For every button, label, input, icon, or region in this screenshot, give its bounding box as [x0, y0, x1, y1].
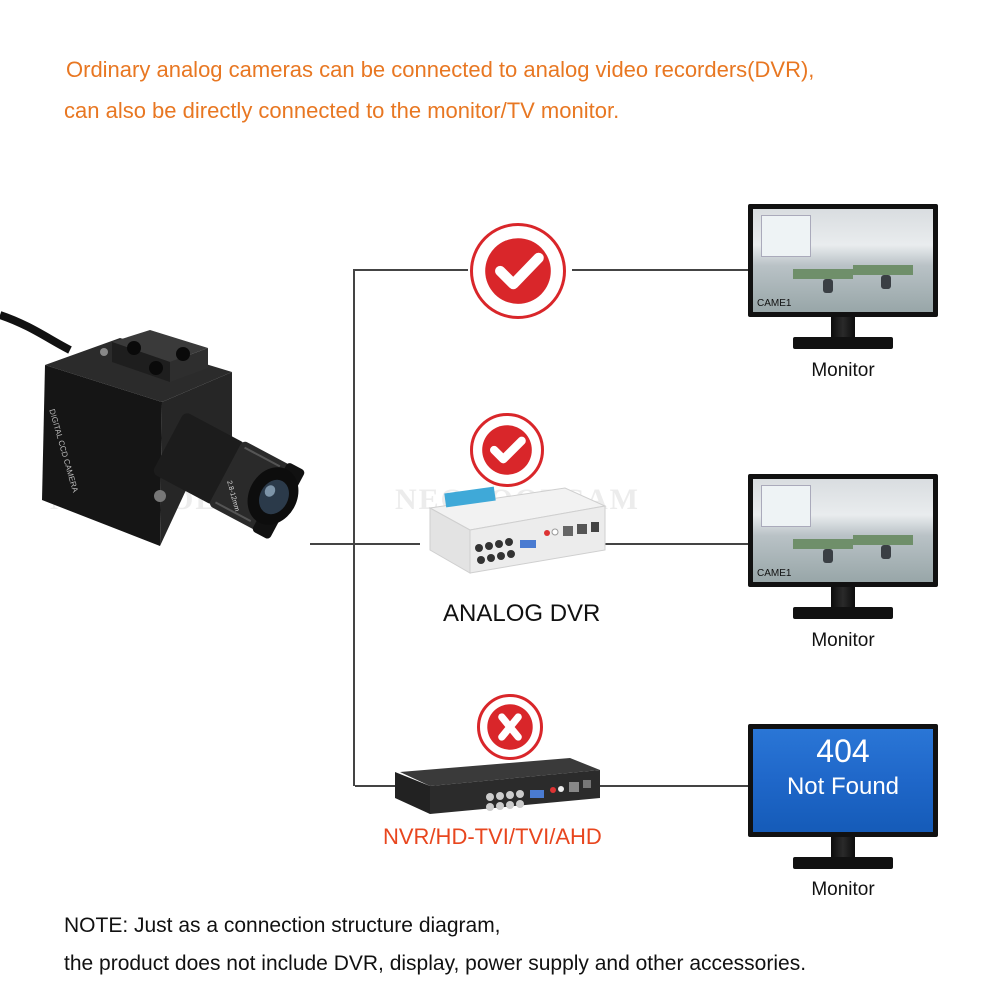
monitor-label: Monitor: [811, 630, 875, 651]
error-code: 404: [816, 733, 870, 769]
note-line-2: the product does not include DVR, displa…: [64, 952, 807, 975]
nvr-label: NVR/HD-TVI/TVI/AHD: [383, 824, 602, 849]
branch-2-line-b: [600, 543, 752, 545]
cross-badge: [477, 694, 543, 760]
analog-camera: DIGITAL CCD CAMERA 2.8-12mm: [0, 310, 310, 560]
branch-3-line-b: [600, 785, 752, 787]
branch-1-line-a: [353, 269, 468, 271]
intro-line-2: can also be directly connected to the mo…: [64, 98, 620, 123]
check-icon: [485, 238, 551, 304]
camera-cable-line: [310, 543, 355, 545]
camera-illustration: [0, 311, 305, 546]
branch-1-line-b: [572, 269, 752, 271]
check-badge: [470, 223, 566, 319]
note-line-1: NOTE: Just as a connection structure dia…: [64, 914, 501, 937]
error-screen: 404 Not Found: [753, 729, 933, 832]
trunk-line: [353, 270, 355, 786]
monitor-label: Monitor: [811, 360, 875, 381]
cross-icon: [487, 704, 533, 750]
monitor-stand: [793, 607, 893, 619]
analog-dvr-device: [415, 478, 610, 576]
monitor-3: 404 Not Found: [748, 724, 938, 874]
monitor-stand: [793, 857, 893, 869]
error-message: Not Found: [786, 773, 900, 800]
monitor-screen: CAME1: [748, 474, 938, 587]
office-camera-feed: CAME1: [753, 209, 933, 312]
intro-line-1: Ordinary analog cameras can be connected…: [66, 57, 815, 82]
monitor-2: CAME1: [748, 474, 938, 624]
branch-3-line-a: [355, 785, 395, 787]
monitor-screen: CAME1: [748, 204, 938, 317]
office-camera-feed: CAME1: [753, 479, 933, 582]
check-badge: [470, 413, 544, 487]
dvr-illustration: [428, 486, 607, 574]
monitor-stand: [793, 337, 893, 349]
monitor-1: CAME1: [748, 204, 938, 354]
branch-2-line-a: [355, 543, 420, 545]
monitor-label: Monitor: [811, 879, 875, 900]
nvr-illustration: [395, 758, 600, 814]
nvr-device: [385, 752, 605, 827]
camera-caption: CAME1: [757, 298, 792, 309]
analog-dvr-label: ANALOG DVR: [443, 600, 601, 627]
check-icon: [482, 425, 532, 475]
monitor-screen: 404 Not Found: [748, 724, 938, 837]
camera-caption: CAME1: [757, 568, 792, 579]
